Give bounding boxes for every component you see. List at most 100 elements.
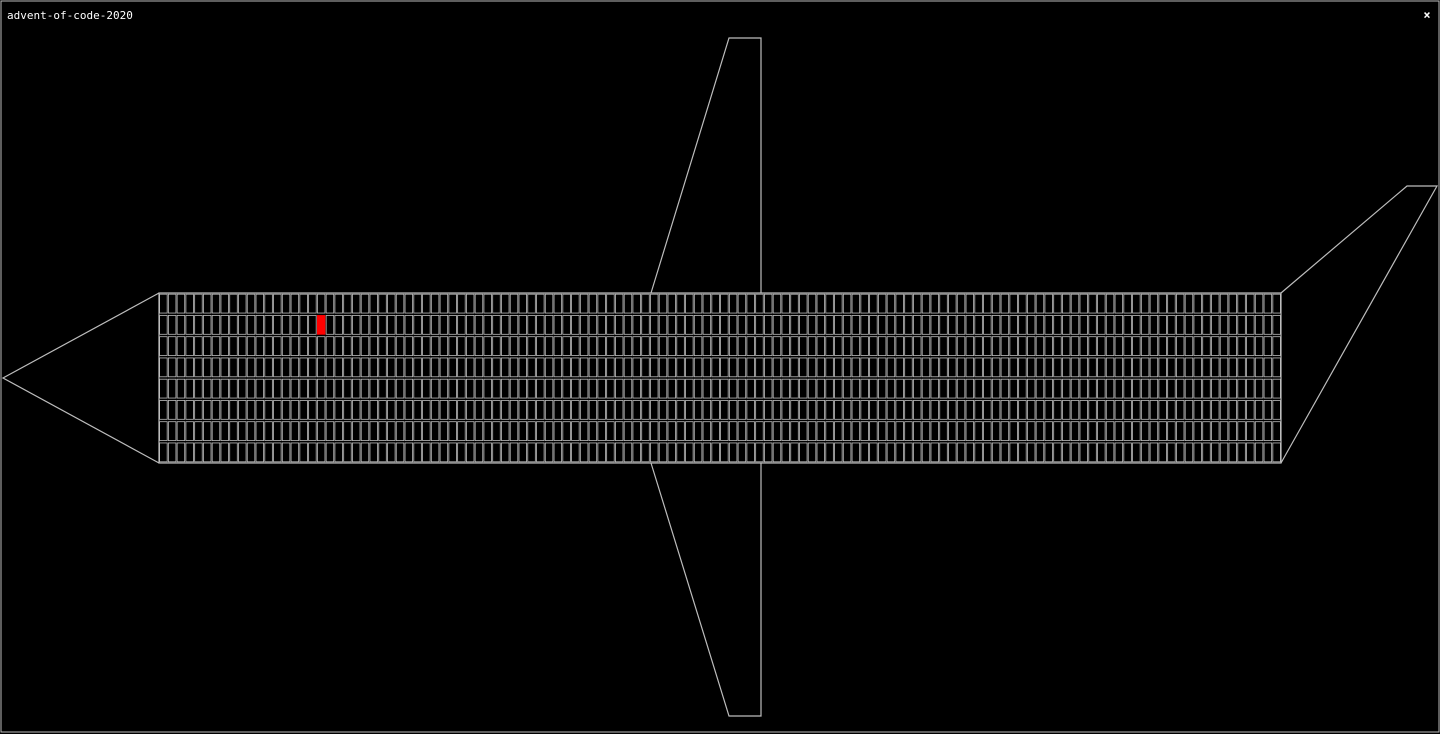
seat (1035, 315, 1045, 335)
seat (159, 357, 168, 378)
seat (1132, 315, 1141, 335)
seat (1079, 421, 1088, 441)
seat (360, 421, 370, 441)
seat (1237, 336, 1246, 356)
seat (176, 357, 186, 378)
seat (913, 293, 922, 314)
seat (606, 336, 615, 356)
seat (623, 442, 633, 463)
seat (553, 378, 563, 399)
seat (352, 378, 361, 399)
seat (623, 378, 633, 399)
seat (860, 336, 869, 356)
seat (720, 378, 729, 399)
seat (343, 293, 352, 314)
seat (1211, 357, 1220, 378)
seat (1149, 442, 1159, 463)
seat (509, 336, 519, 356)
seat (1132, 336, 1141, 356)
seat (693, 442, 703, 463)
seat (1018, 315, 1027, 335)
seat (387, 293, 396, 314)
seat (1035, 336, 1045, 356)
seat (904, 442, 913, 463)
seat (1062, 315, 1071, 335)
seat (1219, 336, 1229, 356)
seat (536, 293, 545, 314)
seat (930, 400, 939, 420)
seat (308, 400, 317, 420)
close-button[interactable]: × (1420, 7, 1434, 23)
seat (641, 421, 650, 441)
seat (728, 357, 738, 378)
seat (965, 357, 975, 378)
seat (623, 293, 633, 314)
seat (711, 357, 720, 378)
seat (1184, 315, 1194, 335)
seat (492, 336, 501, 356)
seat (1149, 315, 1159, 335)
seat (483, 400, 492, 420)
close-icon: × (1423, 8, 1431, 22)
seat (369, 357, 378, 378)
seat (983, 336, 992, 356)
seat (1176, 315, 1185, 335)
seat (632, 442, 641, 463)
seat (886, 293, 896, 314)
seat (702, 315, 712, 335)
seat (1079, 336, 1088, 356)
seat (991, 421, 1001, 441)
seat (1009, 400, 1018, 420)
seat (211, 400, 221, 420)
seat (571, 336, 580, 356)
seat (360, 336, 370, 356)
seat (571, 442, 580, 463)
seat (290, 293, 300, 314)
seat (1254, 315, 1264, 335)
seat (536, 315, 545, 335)
seat (764, 315, 773, 335)
seat (509, 357, 519, 378)
seat (948, 357, 957, 378)
seat (457, 336, 466, 356)
seat (273, 293, 282, 314)
seat (273, 400, 282, 420)
seat (974, 336, 983, 356)
seat (799, 442, 808, 463)
seat (913, 400, 922, 420)
seat (457, 400, 466, 420)
seat (1044, 293, 1053, 314)
seat (238, 421, 247, 441)
seat (203, 293, 212, 314)
seat (658, 357, 668, 378)
seat (483, 336, 492, 356)
seat (290, 336, 300, 356)
seat (1228, 421, 1237, 441)
seat (650, 378, 659, 399)
seat (308, 336, 317, 356)
seat (1114, 378, 1124, 399)
seat (264, 421, 273, 441)
seat (1009, 442, 1018, 463)
seat (676, 315, 685, 335)
seat (790, 421, 799, 441)
seat (816, 378, 825, 399)
seat (1097, 400, 1106, 420)
seat (264, 357, 273, 378)
seat (413, 378, 422, 399)
seat (509, 421, 519, 441)
seat (983, 421, 992, 441)
seat (588, 421, 598, 441)
seat (606, 357, 615, 378)
seat (597, 336, 606, 356)
seat (562, 336, 571, 356)
seat (299, 357, 308, 378)
seat (921, 293, 931, 314)
seat (571, 293, 580, 314)
seat (264, 336, 273, 356)
seat (1228, 378, 1237, 399)
seat (404, 421, 414, 441)
seat (1158, 378, 1167, 399)
seat (1237, 293, 1246, 314)
